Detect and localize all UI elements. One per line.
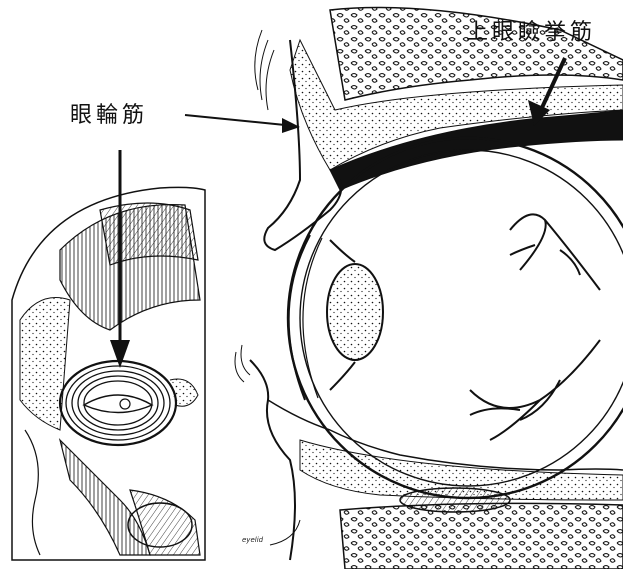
- orbicularis-label: 眼輪筋: [70, 105, 148, 127]
- frontal-eye-view: [12, 187, 205, 560]
- sagittal-eye-section: [235, 8, 623, 570]
- eyelid-label: eyelid: [242, 536, 263, 544]
- orbicularis-section-arrow: [185, 115, 300, 133]
- levator-label: 上眼瞼挙筋: [466, 22, 596, 44]
